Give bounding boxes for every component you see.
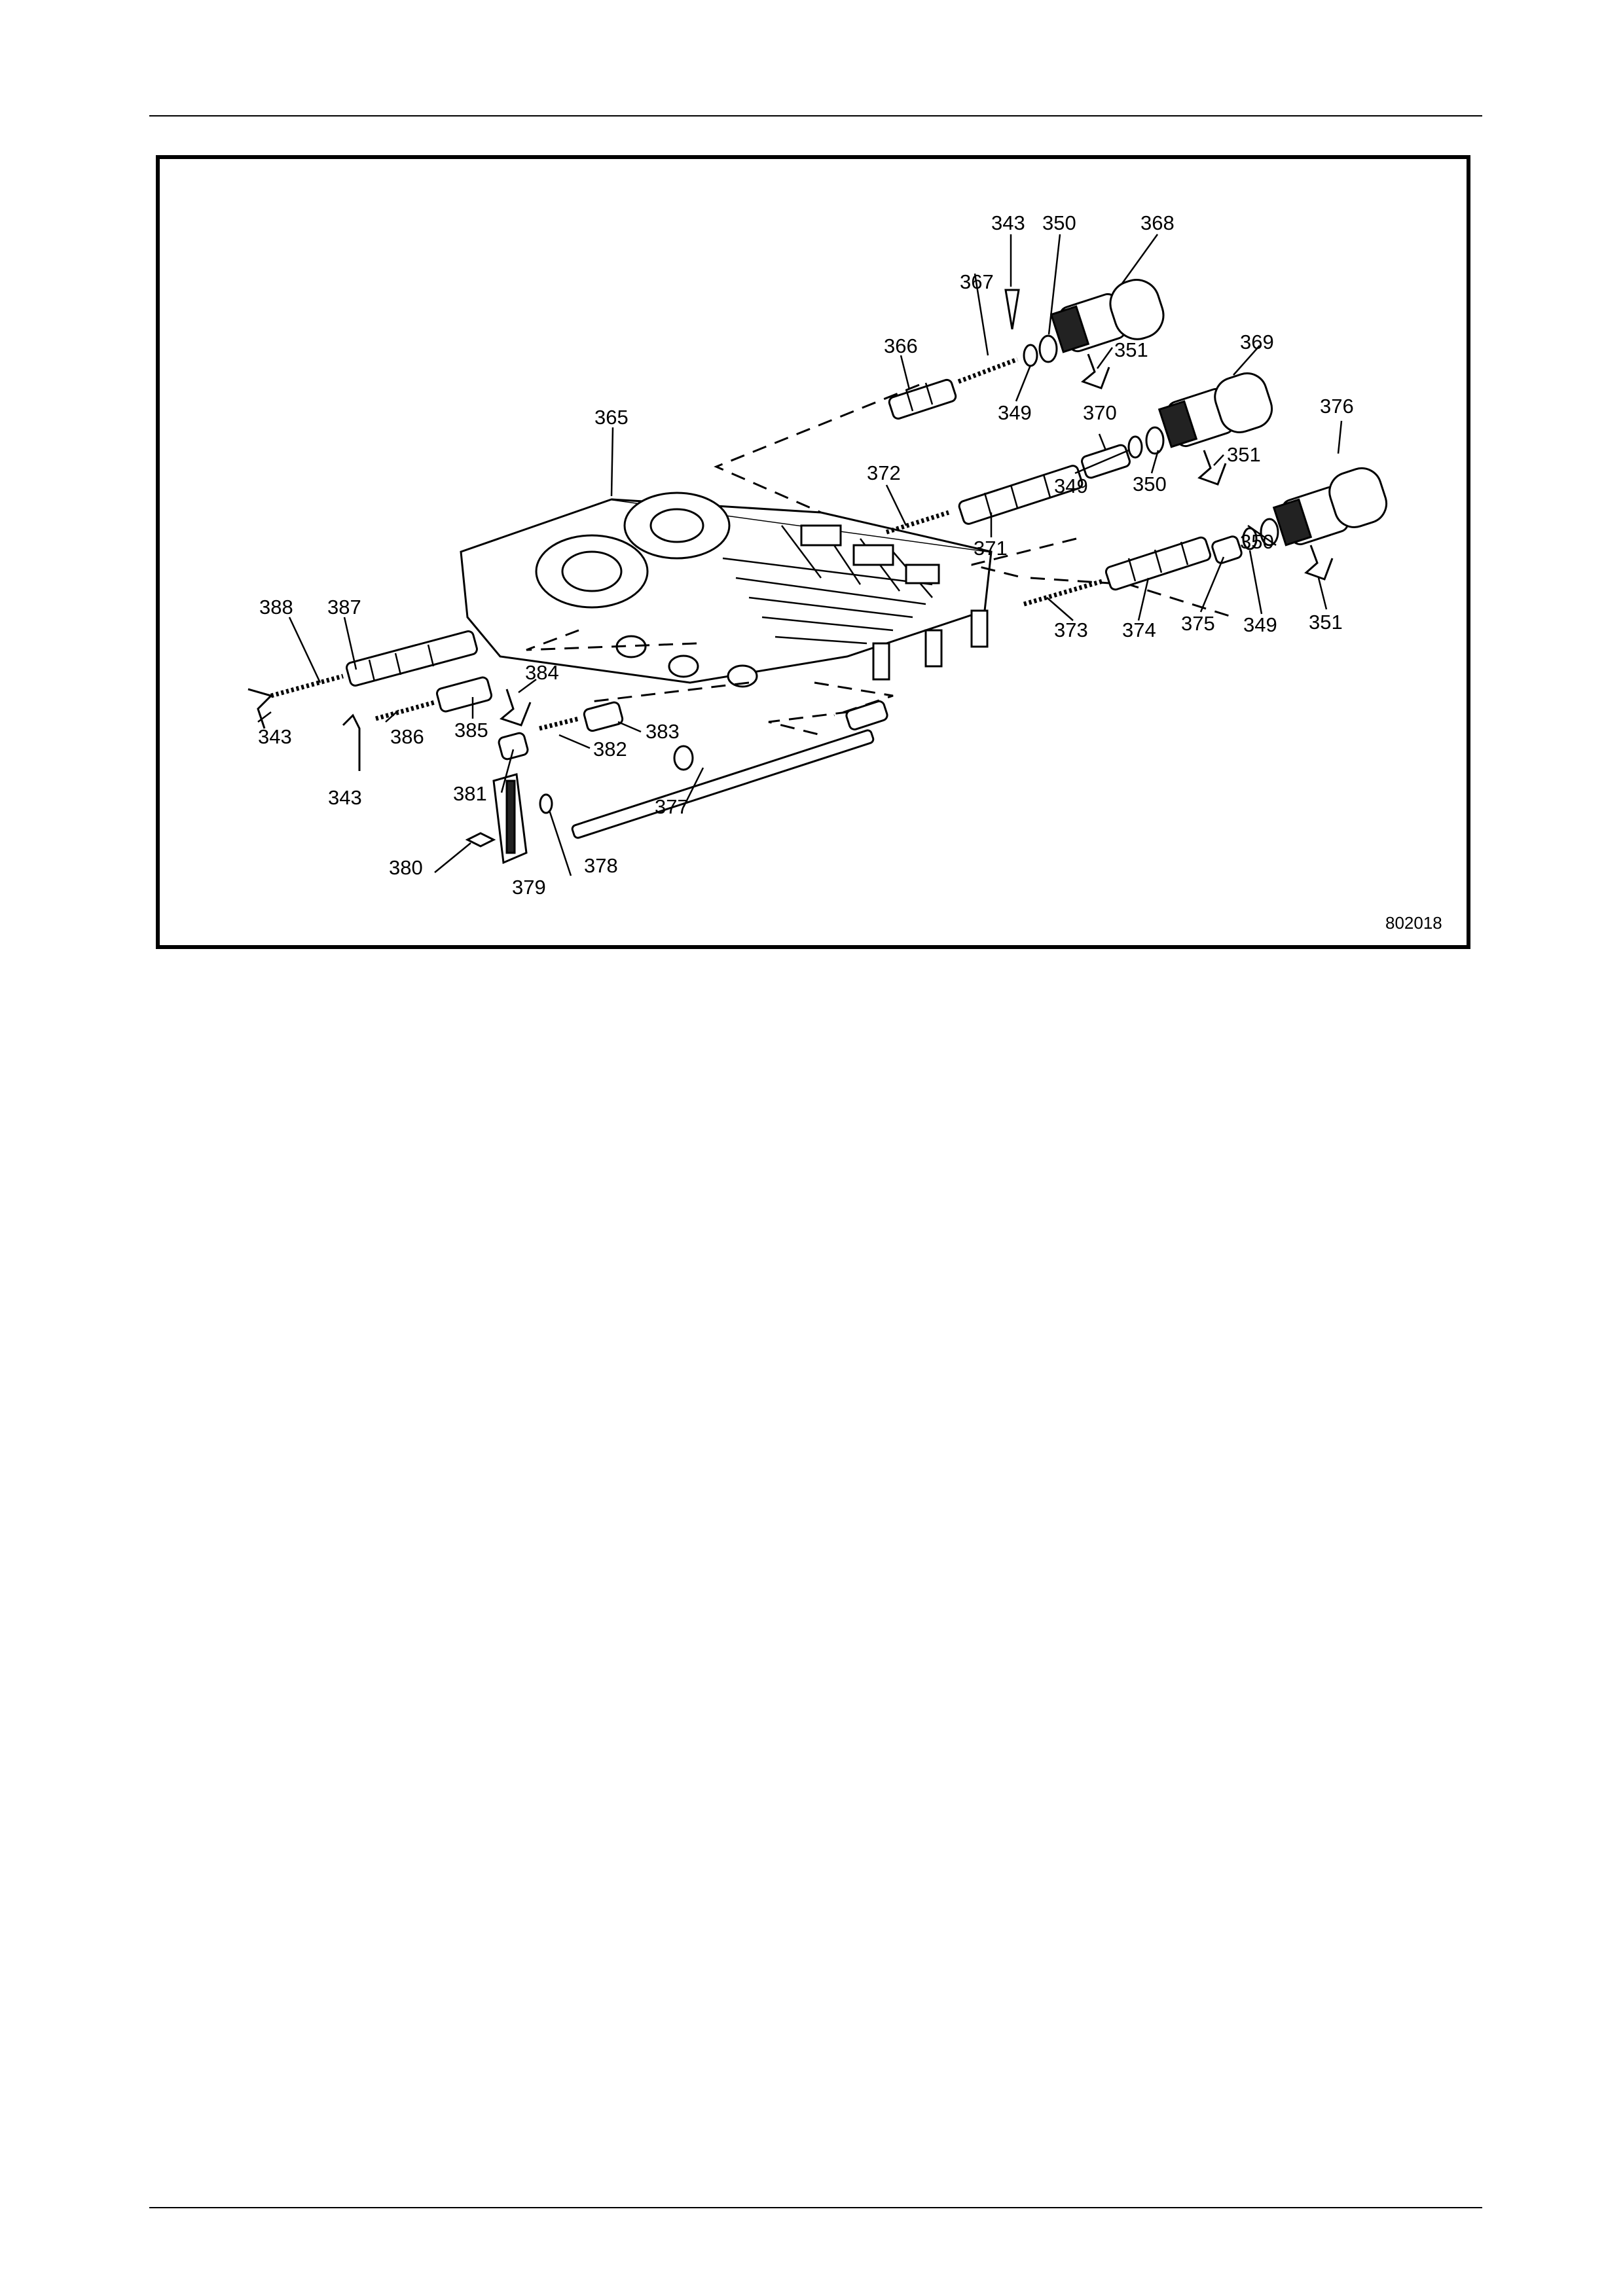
figure-id: 802018 xyxy=(1385,913,1442,933)
valve-385 xyxy=(436,676,493,712)
callout-377: 377 xyxy=(655,795,689,818)
clip-351a xyxy=(1083,354,1109,388)
callout-387: 387 xyxy=(327,596,361,619)
callout-374: 374 xyxy=(1122,619,1156,641)
retainer-343a xyxy=(1006,290,1019,329)
callout-380: 380 xyxy=(389,856,423,879)
callout-372: 372 xyxy=(867,461,901,484)
valve-387 xyxy=(346,630,479,687)
callout-343: 343 xyxy=(258,725,292,748)
callout-350: 350 xyxy=(1240,530,1274,553)
callout-383: 383 xyxy=(646,720,680,743)
footer-rule xyxy=(149,2207,1482,2208)
callout-376: 376 xyxy=(1320,395,1354,418)
header-rule xyxy=(149,115,1482,117)
exploded-view-diagram: 343 350 368 367 366 351 369 349 370 365 … xyxy=(156,155,1470,949)
clip-384 xyxy=(501,689,530,725)
callout-375: 375 xyxy=(1181,612,1215,635)
callout-350: 350 xyxy=(1133,473,1167,495)
clip-351c xyxy=(1306,545,1332,579)
spring-382 xyxy=(539,719,579,728)
callout-373: 373 xyxy=(1054,619,1088,641)
pin-380 xyxy=(467,833,494,846)
callout-351: 351 xyxy=(1114,338,1148,361)
callout-378: 378 xyxy=(584,854,618,877)
diagram-canvas: 343 350 368 367 366 351 369 349 370 365 … xyxy=(160,159,1467,945)
callout-381: 381 xyxy=(453,782,487,805)
callout-371: 371 xyxy=(974,537,1008,560)
spring-388 xyxy=(271,676,343,696)
seal-349b xyxy=(1129,437,1142,457)
callout-379: 379 xyxy=(512,876,546,899)
valve-366 xyxy=(888,378,957,420)
callout-386: 386 xyxy=(390,725,424,748)
clip-351b xyxy=(1199,450,1226,484)
plug-381 xyxy=(498,732,528,760)
callout-351: 351 xyxy=(1227,443,1261,466)
callout-350: 350 xyxy=(1042,211,1076,234)
seal-378 xyxy=(540,795,552,813)
solenoid-368 xyxy=(1051,274,1169,353)
callout-349: 349 xyxy=(1243,613,1277,636)
callout-369: 369 xyxy=(1240,331,1274,353)
callout-367: 367 xyxy=(960,270,994,293)
spring-386 xyxy=(376,702,435,719)
plug-375 xyxy=(1211,535,1243,565)
valve-374 xyxy=(1104,536,1211,591)
plug-383 xyxy=(583,701,624,732)
callout-368: 368 xyxy=(1140,211,1175,234)
callout-343: 343 xyxy=(991,211,1025,234)
callout-349: 349 xyxy=(998,401,1032,424)
oring-350b xyxy=(1146,427,1163,454)
callout-343: 343 xyxy=(328,786,362,809)
solenoid-369 xyxy=(1159,368,1277,448)
callout-365: 365 xyxy=(594,406,629,429)
seal-349a xyxy=(1024,345,1037,366)
detent-lever-379 xyxy=(494,774,526,863)
callout-384: 384 xyxy=(525,661,559,684)
callout-388: 388 xyxy=(259,596,293,619)
callout-366: 366 xyxy=(884,334,918,357)
callout-349: 349 xyxy=(1054,475,1088,497)
retainer-343b xyxy=(248,689,271,728)
callout-370: 370 xyxy=(1083,401,1117,424)
callout-382: 382 xyxy=(593,738,627,761)
callout-351: 351 xyxy=(1309,611,1343,634)
retainer-343c xyxy=(343,715,359,771)
spring-367 xyxy=(958,359,1017,382)
solenoid-376 xyxy=(1274,463,1392,547)
spring-373 xyxy=(1024,581,1103,604)
callout-385: 385 xyxy=(454,719,488,742)
oring-350a xyxy=(1040,336,1057,362)
